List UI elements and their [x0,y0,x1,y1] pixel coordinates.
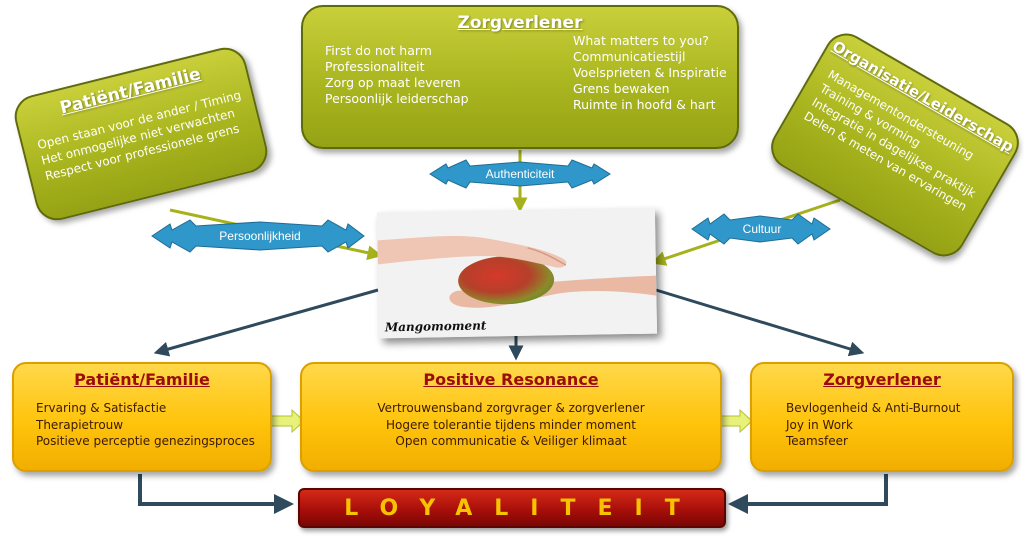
list-item: Vertrouwensband zorgvrager & zorgverlene… [377,401,645,415]
burst-cultuur [691,213,831,245]
zorgverlener-top-right-list: What matters to you? Communicatiestijl V… [573,33,727,113]
mango-icon [458,256,555,305]
burst-label-persoonlijkheid: Persoonlijkheid [219,229,300,243]
list-item: Bevlogenheid & Anti-Burnout [786,401,961,415]
hands-mango-illustration [376,207,658,339]
patient-familie-bottom-box: Patiënt/Familie Ervaring & Satisfactie T… [12,362,272,472]
arrow-center-to-right [655,288,865,357]
arrow-center-to-left [153,288,379,357]
positive-resonance-box: Positive Resonance Vertrouwensband zorgv… [300,362,722,472]
zorgverlener-bottom-title: Zorgverlener [823,370,941,389]
zorgverlener-top-box: Zorgverlener First do not harm Professio… [301,5,739,149]
zorgverlener-top-title: Zorgverlener [457,13,583,33]
list-item: Zorg op maat leveren [325,75,461,90]
list-item: Ruimte in hoofd & hart [573,97,716,112]
list-item: Positieve perceptie genezingsproces [36,434,255,448]
list-item: Open communicatie & Veiliger klimaat [395,434,627,448]
arrow-right-to-loyalty [728,474,888,514]
list-item: What matters to you? [573,33,709,48]
zorgverlener-top-left-list: First do not harm Professionaliteit Zorg… [325,43,469,107]
burst-label-cultuur: Cultuur [743,222,782,236]
positive-resonance-title: Positive Resonance [423,370,599,389]
list-item: Hogere tolerantie tijdens minder moment [386,417,636,432]
loyaliteit-label: LOYALITEIT [344,495,702,521]
mangomoment-image: Mangomoment [376,207,658,339]
burst-label-authenticiteit: Authenticiteit [486,167,555,181]
list-item: Therapietrouw [36,417,124,432]
positive-resonance-list: Vertrouwensband zorgvrager & zorgverlene… [302,400,720,450]
list-item: Professionaliteit [325,59,425,74]
list-item: Joy in Work [786,417,853,432]
arrow-left-to-loyalty [138,474,294,514]
list-item: Teamsfeer [786,434,848,448]
loyaliteit-bar: LOYALITEIT [298,488,726,528]
zorgverlener-bottom-box: Zorgverlener Bevlogenheid & Anti-Burnout… [750,362,1014,472]
list-item: Ervaring & Satisfactie [36,401,167,415]
list-item: Persoonlijk leiderschap [325,91,469,106]
burst-authenticiteit [429,159,611,189]
list-item: Communicatiestijl [573,49,686,64]
list-item: Voelsprieten & Inspiratie [573,65,727,80]
mangomoment-caption: Mangomoment [384,318,487,335]
burst-persoonlijkheid [151,219,365,253]
list-item: First do not harm [325,43,432,58]
patient-familie-bottom-title: Patiënt/Familie [74,370,210,389]
zorgverlener-bottom-list: Bevlogenheid & Anti-Burnout Joy in Work … [786,400,961,450]
list-item: Grens bewaken [573,81,670,96]
patient-familie-bottom-list: Ervaring & Satisfactie Therapietrouw Pos… [36,400,255,450]
